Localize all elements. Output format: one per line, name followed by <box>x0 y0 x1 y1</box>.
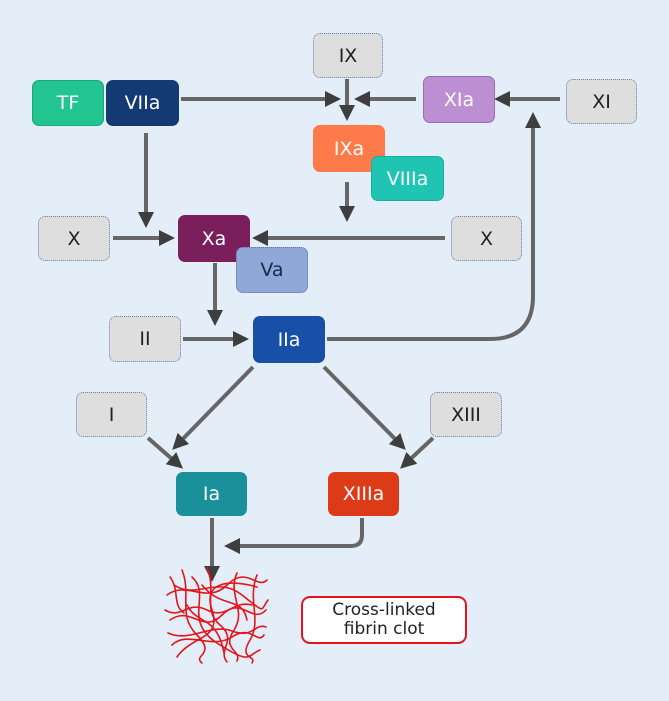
xiii-node: XIII <box>430 392 502 437</box>
viia-node: VIIa <box>106 80 179 126</box>
arrow-xiiia-to-clot <box>224 518 364 554</box>
arrow-xiii-to-xiiia <box>400 436 435 469</box>
x-right-node: X <box>451 216 522 261</box>
ii-node: II <box>109 316 181 362</box>
xiiia-node: XIIIa <box>328 472 399 516</box>
x-left-node: X <box>38 216 110 261</box>
arrow-iia-to-ia <box>172 365 255 450</box>
viiia-node: VIIIa <box>371 156 444 201</box>
va-node: Va <box>236 247 308 293</box>
clot-label-line2: fibrin clot <box>343 619 425 639</box>
tf-node: TF <box>32 80 104 126</box>
iia-node: IIa <box>253 316 325 363</box>
fibrin-clot-graphic <box>164 567 269 664</box>
xi-node: XI <box>566 79 637 124</box>
arrow-iia-to-xiiia <box>322 365 406 450</box>
arrow-iia-to-xia <box>327 112 541 341</box>
ix-node: IX <box>313 33 383 78</box>
xia-node: XIa <box>423 76 495 123</box>
i-node: I <box>76 392 147 437</box>
clot-label: Cross-linked fibrin clot <box>301 596 467 644</box>
arrow-i-to-ia <box>146 436 184 469</box>
ia-node: Ia <box>176 472 247 516</box>
clot-label-line1: Cross-linked <box>332 600 436 620</box>
